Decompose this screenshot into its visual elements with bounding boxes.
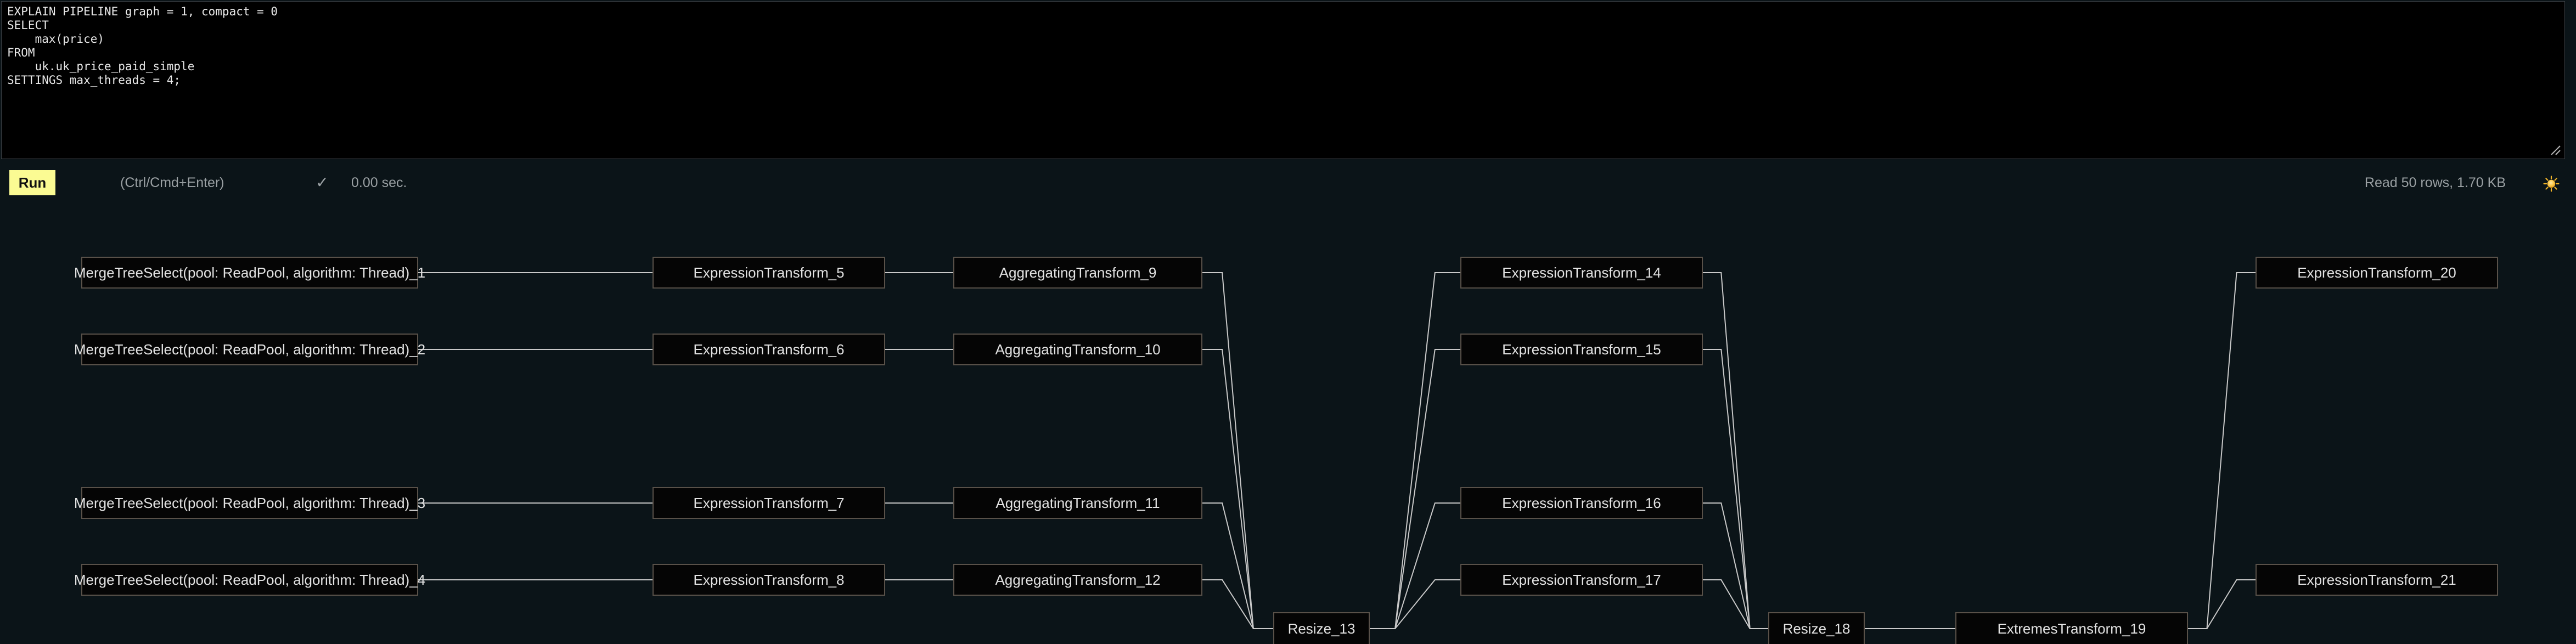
graph-edge-n11-n13 [1202,502,1273,629]
graph-node-n2[interactable]: MergeTreeSelect(pool: ReadPool, algorith… [74,334,425,365]
graph-node-label: ExpressionTransform_21 [2297,571,2456,588]
graph-node-n12[interactable]: AggregatingTransform_12 [953,564,1202,596]
graph-node-n15[interactable]: ExpressionTransform_15 [1460,334,1703,365]
graph-node-label: ExpressionTransform_15 [1502,341,1661,358]
graph-node-n11[interactable]: AggregatingTransform_11 [953,487,1202,519]
graph-edge-n13-n16 [1370,502,1460,629]
graph-node-n6[interactable]: ExpressionTransform_6 [653,334,885,365]
graph-node-n5[interactable]: ExpressionTransform_5 [653,257,885,289]
graph-node-label: ExpressionTransform_7 [693,494,845,511]
sql-editor-container [0,0,2576,163]
pipeline-graph: MergeTreeSelect(pool: ReadPool, algorith… [0,201,2576,644]
graph-node-label: MergeTreeSelect(pool: ReadPool, algorith… [74,571,426,588]
success-check-icon: ✓ [316,174,329,191]
graph-edge-n14-n18 [1703,272,1768,629]
graph-node-label: AggregatingTransform_10 [995,341,1161,358]
graph-node-n18[interactable]: Resize_18 [1768,612,1865,644]
graph-node-n8[interactable]: ExpressionTransform_8 [653,564,885,596]
graph-node-n16[interactable]: ExpressionTransform_16 [1460,487,1703,519]
graph-node-label: ExpressionTransform_20 [2297,264,2456,281]
graph-node-n1[interactable]: MergeTreeSelect(pool: ReadPool, algorith… [74,257,425,289]
graph-node-label: Resize_13 [1287,620,1356,637]
graph-edge-n19-n21 [2188,579,2256,629]
graph-node-label: MergeTreeSelect(pool: ReadPool, algorith… [74,494,426,511]
graph-node-label: AggregatingTransform_12 [995,571,1161,588]
graph-node-n10[interactable]: AggregatingTransform_10 [953,334,1202,365]
graph-node-label: ExtremesTransform_19 [1997,620,2146,637]
graph-edge-n19-n20 [2188,272,2256,629]
graph-edge-n15-n18 [1703,349,1768,629]
graph-node-n13[interactable]: Resize_13 [1273,612,1370,644]
run-hotkey-hint: (Ctrl/Cmd+Enter) [120,175,224,190]
graph-node-n9[interactable]: AggregatingTransform_9 [953,257,1202,289]
graph-node-n3[interactable]: MergeTreeSelect(pool: ReadPool, algorith… [74,487,425,519]
graph-edge-n16-n18 [1703,502,1768,629]
graph-edge-n10-n13 [1202,349,1273,629]
graph-edge-n13-n15 [1370,349,1460,629]
graph-node-n17[interactable]: ExpressionTransform_17 [1460,564,1703,596]
graph-node-label: ExpressionTransform_14 [1502,264,1661,281]
graph-node-label: ExpressionTransform_16 [1502,494,1661,511]
sun-icon[interactable] [2539,170,2564,195]
graph-edge-n13-n17 [1370,579,1460,629]
elapsed-time-label: 0.00 sec. [351,175,407,190]
run-button[interactable]: Run [9,170,55,195]
graph-node-n4[interactable]: MergeTreeSelect(pool: ReadPool, algorith… [74,564,425,596]
graph-node-label: AggregatingTransform_11 [995,494,1160,511]
graph-node-label: ExpressionTransform_8 [693,571,845,588]
graph-node-n14[interactable]: ExpressionTransform_14 [1460,257,1703,289]
query-toolbar: Run (Ctrl/Cmd+Enter) ✓ 0.00 sec. Read 50… [0,165,2576,201]
graph-node-label: Resize_18 [1782,620,1851,637]
read-stats-label: Read 50 rows, 1.70 KB [2364,175,2506,190]
graph-node-label: ExpressionTransform_5 [693,264,845,281]
graph-node-label: AggregatingTransform_9 [999,264,1157,281]
graph-node-label: ExpressionTransform_6 [693,341,845,358]
graph-edge-n17-n18 [1703,579,1768,629]
sql-query-input[interactable] [1,1,2565,159]
graph-node-n19[interactable]: ExtremesTransform_19 [1955,612,2188,644]
graph-node-n20[interactable]: ExpressionTransform_20 [2256,257,2498,289]
graph-node-label: MergeTreeSelect(pool: ReadPool, algorith… [74,341,426,358]
graph-node-label: ExpressionTransform_17 [1502,571,1661,588]
graph-edge-n9-n13 [1202,272,1273,629]
graph-node-n7[interactable]: ExpressionTransform_7 [653,487,885,519]
graph-edge-n12-n13 [1202,579,1273,629]
graph-node-label: MergeTreeSelect(pool: ReadPool, algorith… [74,264,426,281]
graph-node-n21[interactable]: ExpressionTransform_21 [2256,564,2498,596]
graph-edge-n13-n14 [1370,272,1460,629]
